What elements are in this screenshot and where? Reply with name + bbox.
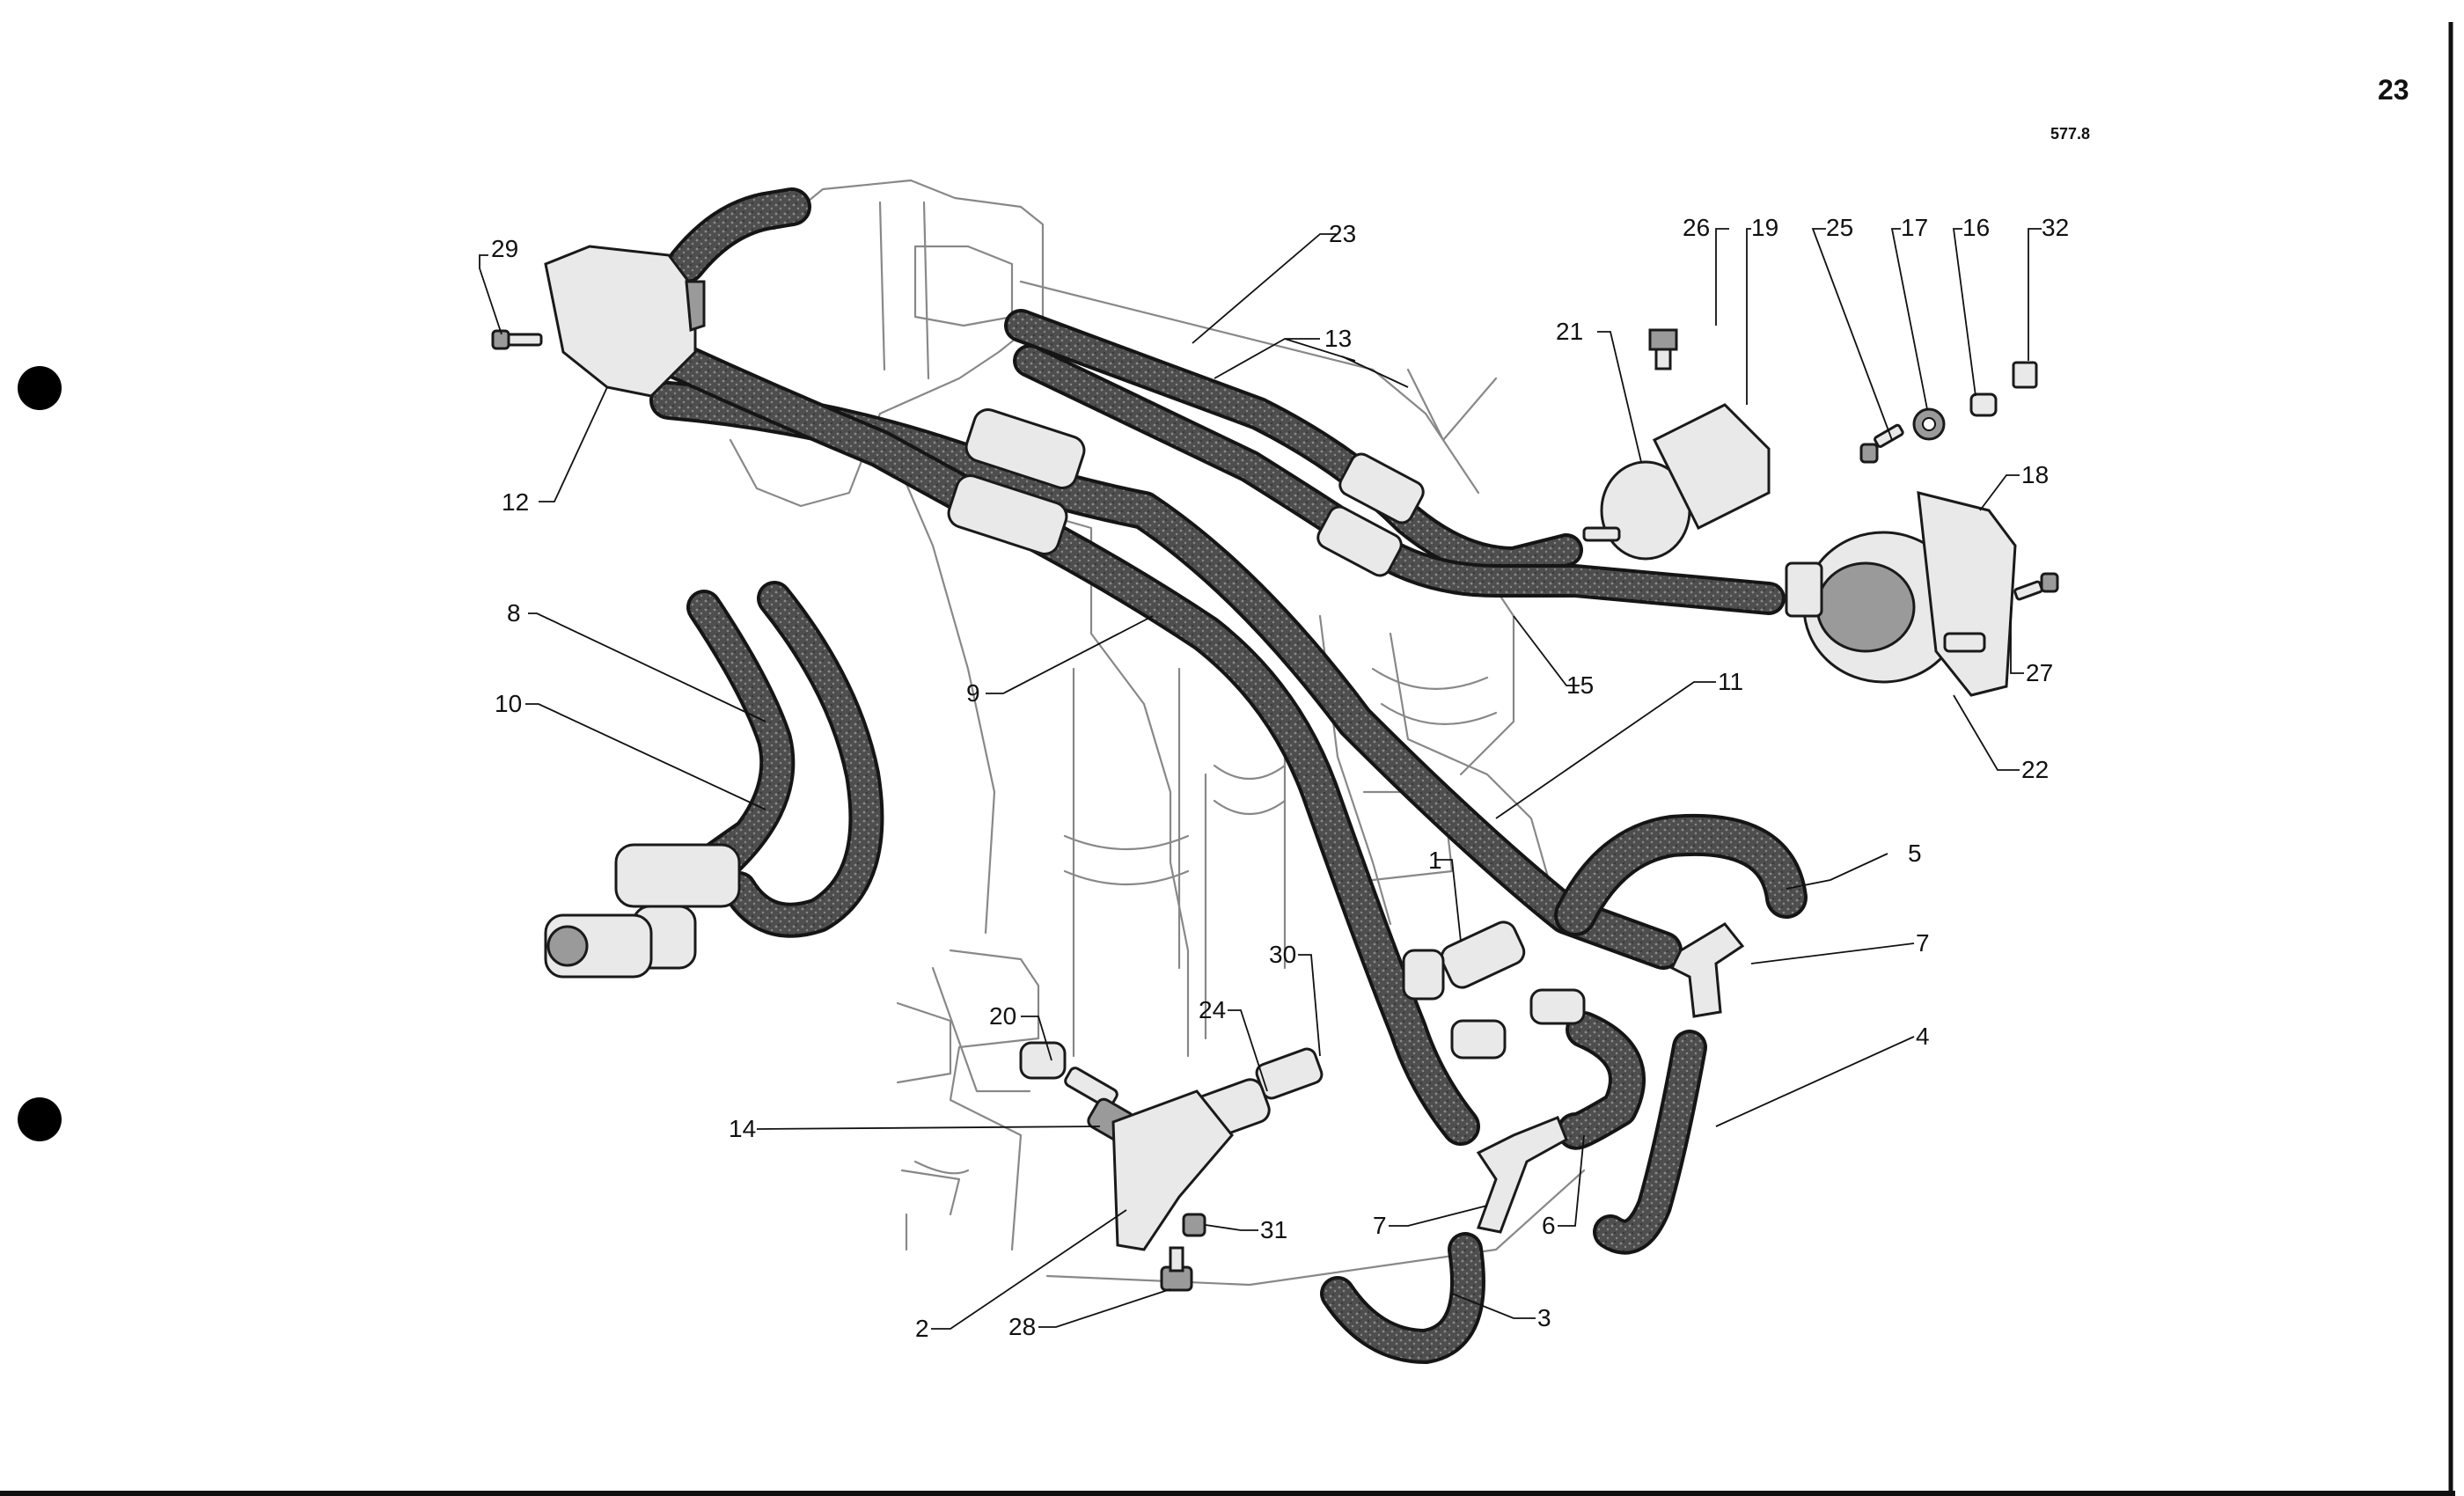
callout-25: 25 — [1826, 214, 1853, 241]
callout-21: 21 — [1556, 318, 1583, 345]
callout-13: 13 — [1324, 325, 1352, 352]
callout-9: 9 — [966, 679, 980, 707]
callout-15: 15 — [1566, 671, 1594, 699]
callout-16: 16 — [1962, 214, 1990, 241]
binder-hole-top — [18, 366, 62, 410]
callout-27: 27 — [2026, 659, 2053, 686]
callout-2: 2 — [915, 1315, 929, 1342]
callout-18: 18 — [2021, 461, 2049, 488]
callout-26: 26 — [1683, 214, 1710, 241]
engine-outline — [729, 179, 1586, 1287]
callout-11: 11 — [1718, 668, 1743, 695]
callout-17: 17 — [1901, 214, 1928, 241]
drawing-code: 577.8 — [2050, 125, 2090, 143]
callout-20: 20 — [989, 1002, 1016, 1030]
callout-31: 31 — [1260, 1216, 1287, 1243]
callout-7-lower: 7 — [1373, 1212, 1387, 1239]
callout-6: 6 — [1542, 1212, 1556, 1239]
callout-3: 3 — [1537, 1304, 1551, 1331]
callout-32: 32 — [2042, 214, 2069, 241]
binder-hole-bottom — [18, 1097, 62, 1141]
callout-14: 14 — [729, 1115, 756, 1142]
callout-19: 19 — [1751, 214, 1778, 241]
callouts: 29 12 8 10 9 23 13 15 11 26 19 25 17 16 … — [491, 214, 2069, 1342]
callout-1: 1 — [1428, 847, 1442, 874]
callout-5: 5 — [1908, 840, 1922, 867]
leader-lines — [479, 228, 2042, 1330]
callout-23: 23 — [1329, 220, 1356, 247]
page-number: 23 — [2378, 74, 2409, 106]
callout-12: 12 — [502, 488, 529, 516]
callout-8: 8 — [507, 599, 521, 627]
callout-24: 24 — [1199, 996, 1226, 1023]
parts — [491, 245, 2059, 1292]
callout-30: 30 — [1269, 941, 1296, 968]
callout-7-upper: 7 — [1916, 929, 1930, 957]
callout-29: 29 — [491, 235, 518, 262]
hoses — [649, 187, 1808, 1364]
callout-4: 4 — [1916, 1023, 1930, 1050]
callout-28: 28 — [1008, 1313, 1036, 1340]
callout-10: 10 — [495, 690, 522, 717]
callout-22: 22 — [2021, 756, 2049, 783]
